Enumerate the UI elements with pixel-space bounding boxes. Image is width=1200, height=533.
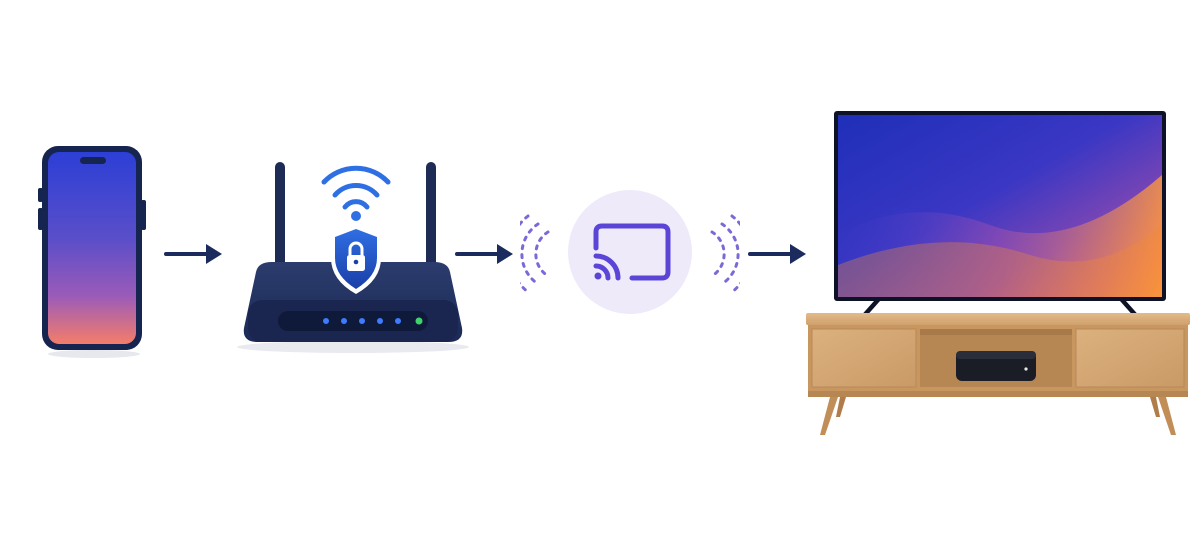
flow-arrow-3 bbox=[748, 240, 810, 268]
tv-icon bbox=[806, 111, 1190, 435]
shield-lock-icon bbox=[331, 224, 381, 294]
cast-connection bbox=[520, 180, 740, 320]
arrow-right-icon bbox=[455, 244, 513, 264]
streaming-box-icon bbox=[956, 351, 1036, 381]
cast-icon bbox=[520, 190, 740, 314]
smartphone bbox=[36, 140, 152, 362]
smart-tv-setup bbox=[800, 105, 1196, 440]
arrow-right-icon bbox=[164, 244, 222, 264]
flow-arrow-2 bbox=[455, 240, 517, 268]
arrow-right-icon bbox=[748, 244, 806, 264]
smartphone-icon bbox=[38, 146, 146, 358]
flow-arrow-1 bbox=[164, 240, 226, 268]
wifi-router-icon bbox=[237, 162, 469, 353]
wifi-signal-icon bbox=[321, 165, 391, 210]
wifi-router bbox=[228, 150, 478, 360]
